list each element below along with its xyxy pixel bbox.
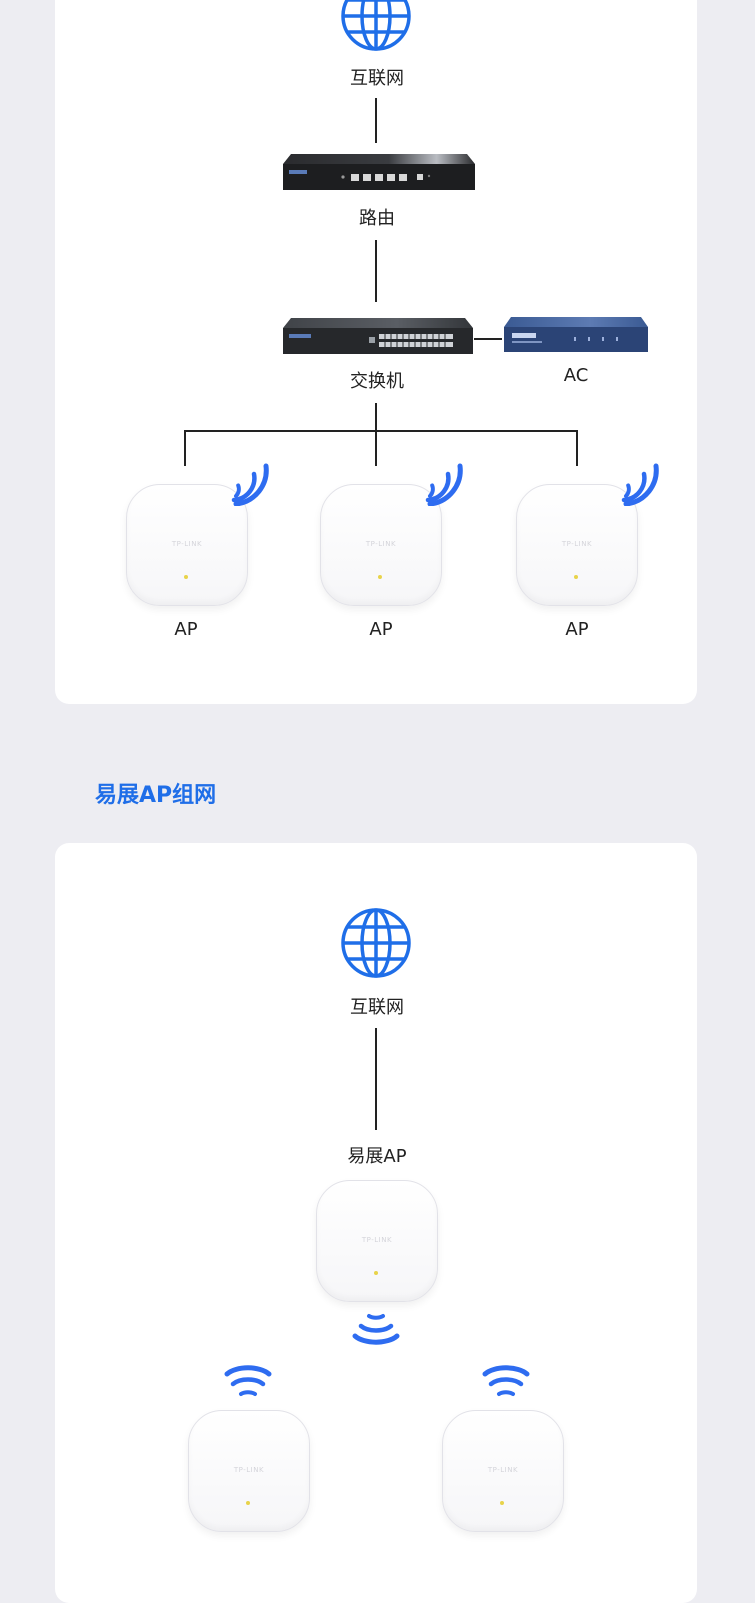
access-point-device: TP-LINK: [188, 1410, 310, 1532]
switch-ac-connector: [474, 338, 502, 340]
wifi-signal-icon: [482, 1365, 530, 1396]
access-point-device: TP-LINK: [442, 1410, 564, 1532]
connector-line: [576, 430, 578, 466]
ap-label: AP: [174, 619, 198, 640]
access-point-device: TP-LINK: [126, 484, 248, 606]
ap-label: AP: [565, 619, 589, 640]
access-point-device: TP-LINK: [320, 484, 442, 606]
section-title: 易展AP组网: [95, 783, 217, 808]
connector-line: [375, 98, 377, 143]
internet-label: 互联网: [350, 68, 404, 89]
wifi-signal-icon: [425, 463, 463, 506]
ac-controller-device: [504, 317, 648, 352]
connector-line: [184, 430, 186, 466]
switch-device: [283, 318, 473, 354]
wifi-signal-icon: [224, 1365, 272, 1396]
connector-line: [375, 240, 377, 302]
globe-icon: [341, 0, 411, 51]
wifi-signal-icon: [352, 1314, 400, 1345]
ap-bus-line: [184, 430, 577, 432]
internet-label: 互联网: [350, 997, 404, 1018]
ac-label: AC: [563, 365, 589, 386]
wifi-signal-icon: [231, 463, 269, 506]
wifi-signal-icon: [621, 463, 659, 506]
globe-icon: [341, 908, 411, 978]
main-ap-label: 易展AP: [347, 1146, 407, 1167]
router-device: [283, 154, 475, 190]
ap-label: AP: [369, 619, 393, 640]
router-label: 路由: [359, 208, 395, 229]
access-point-device: TP-LINK: [516, 484, 638, 606]
switch-label: 交换机: [350, 371, 404, 392]
main-access-point-device: TP-LINK: [316, 1180, 438, 1302]
connector-line: [375, 1028, 377, 1130]
connector-line: [375, 403, 377, 466]
